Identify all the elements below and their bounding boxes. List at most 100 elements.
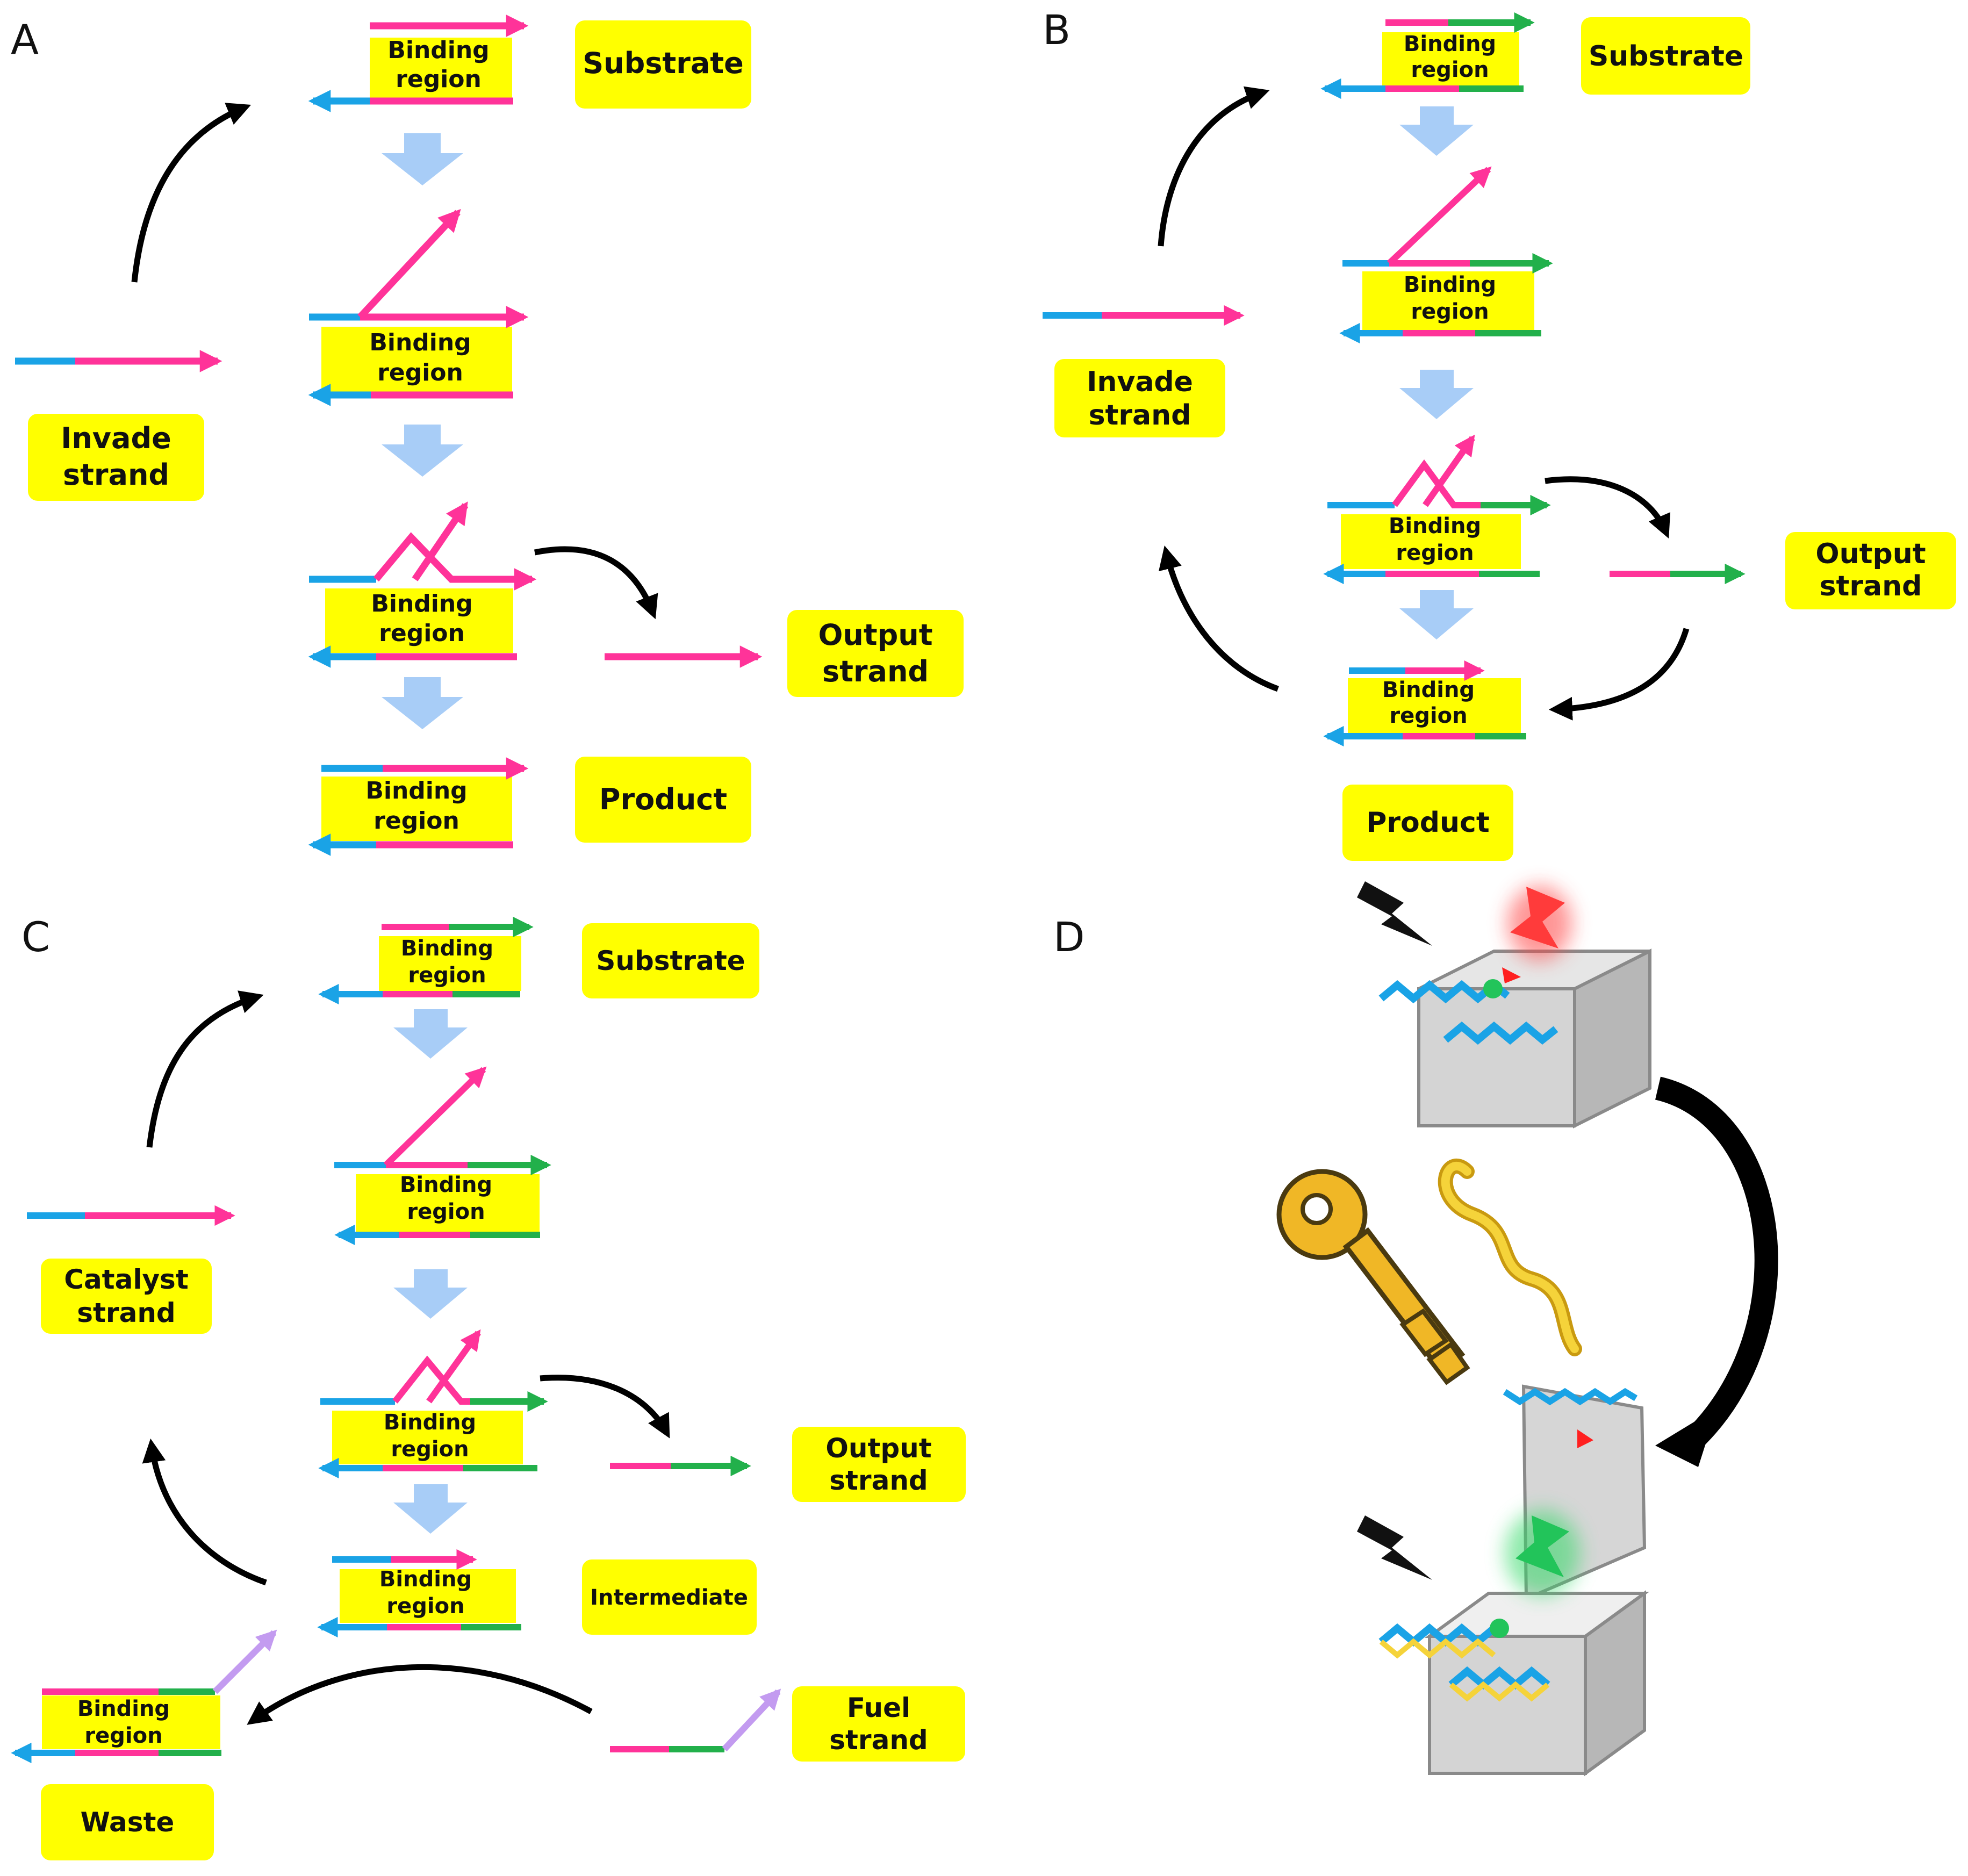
a-output-label-1: Output: [818, 618, 932, 652]
c-fuel-to-waste-arrow: [247, 1664, 593, 1725]
lightning-icon-bottom: [1357, 1515, 1432, 1580]
c-flow-arrow-3: [393, 1484, 468, 1534]
a-stage3-binding-label-1: Binding: [371, 590, 472, 617]
c-flow-arrow-2: [393, 1269, 468, 1319]
panel-letter-d: D: [1053, 913, 1085, 961]
a-invade-box: [28, 414, 204, 501]
b-output-label-2: strand: [1820, 570, 1922, 602]
c-substrate-binding-label-2: region: [408, 963, 486, 988]
c-substrate-label: Substrate: [596, 945, 745, 976]
a-output-box: [787, 610, 964, 697]
dna-helix-icon-top-2: [1443, 1021, 1558, 1045]
c-stage3-binding-label-2: region: [391, 1437, 469, 1462]
b-return-arrow: [1548, 628, 1690, 721]
b-product-binding-label-2: region: [1389, 703, 1467, 728]
b-toehold-bound-duplex: Binding region: [1339, 166, 1553, 344]
panel-letter-c: C: [21, 913, 50, 961]
lightning-icon-top: [1357, 881, 1432, 946]
b-substrate-box: [1581, 17, 1750, 95]
b-branch-migration-duplex: Binding region: [1323, 434, 1551, 585]
d-transition-arrow: [1655, 1076, 1778, 1449]
c-fuel-label-2: strand: [829, 1724, 928, 1756]
a-branch-migration-duplex: Binding region: [308, 501, 537, 668]
c-fuel-label-1: Fuel: [847, 1692, 910, 1723]
c-waste-box: [41, 1784, 214, 1860]
a-cycle-arrow-up: [131, 103, 252, 283]
panel-letter-b: B: [1043, 6, 1071, 54]
c-stage2-binding-label-2: region: [407, 1199, 485, 1224]
panel-letter-a: A: [11, 16, 39, 63]
c-release-arrow: [540, 1375, 670, 1439]
panel-d: D: [1053, 881, 1778, 1777]
c-output-box: [792, 1427, 966, 1502]
b-cycle-arrow-up: [1158, 86, 1270, 247]
dna-helix-icon-bottom-2: [1448, 1666, 1550, 1690]
c-fuel-strand: [610, 1688, 781, 1752]
c-toehold-bound-duplex: Binding region: [334, 1066, 551, 1246]
c-waste-binding-label-1: Binding: [77, 1697, 170, 1721]
c-waste-label: Waste: [81, 1807, 175, 1838]
c-stage3-binding-label-1: Binding: [384, 1410, 476, 1435]
c-waste-binding-label-2: region: [84, 1723, 162, 1748]
b-substrate-label: Substrate: [1589, 40, 1743, 73]
a-substrate-binding-label-1: Binding: [387, 37, 489, 64]
c-output-label-2: strand: [829, 1465, 928, 1496]
b-stage3-binding-label-2: region: [1396, 541, 1474, 565]
b-flow-arrow-3: [1399, 590, 1474, 639]
dna-helix-icon-lid: [1503, 1388, 1638, 1406]
c-substrate-binding-label-1: Binding: [401, 936, 493, 961]
c-cycle-arrow-up: [146, 990, 264, 1148]
a-output-label-2: strand: [822, 655, 929, 688]
a-invade-label-1: Invade: [61, 421, 171, 455]
b-output-label-1: Output: [1815, 538, 1926, 570]
c-cycle-arrow-return: [142, 1438, 267, 1586]
a-flow-arrow-2: [382, 425, 463, 477]
a-product-binding-label-2: region: [374, 807, 459, 835]
a-substrate-box: [575, 20, 751, 109]
green-fluorescence-icon: [1515, 1515, 1569, 1577]
panel-a: A Binding region Substrate Binding regio…: [11, 15, 964, 856]
red-fluorescence-icon: [1510, 887, 1565, 948]
c-flow-arrow-1: [393, 1009, 468, 1059]
c-intermediate-label: Intermediate: [590, 1585, 748, 1610]
a-toehold-bound-duplex: Binding region: [308, 209, 529, 406]
b-invade-box: [1054, 359, 1225, 437]
a-substrate-label: Substrate: [583, 46, 743, 80]
a-release-arrow: [534, 546, 658, 620]
b-substrate-binding-label-2: region: [1411, 57, 1489, 82]
quencher-dot-bottom: [1490, 1619, 1509, 1638]
closed-box-icon: [1357, 881, 1651, 1129]
c-stage2-binding-label-1: Binding: [400, 1173, 492, 1197]
b-stage2-binding-label-2: region: [1411, 299, 1489, 324]
a-stage3-binding-label-2: region: [379, 620, 465, 647]
b-substrate-duplex: Binding region: [1320, 12, 1535, 99]
a-product-label: Product: [599, 782, 727, 816]
open-box-icon: [1357, 1384, 1650, 1777]
c-intermediate-binding-label-2: region: [386, 1594, 464, 1619]
a-flow-arrow-1: [382, 133, 463, 185]
c-catalyst-box: [41, 1259, 212, 1334]
b-product-binding-label-1: Binding: [1382, 678, 1475, 702]
b-product-box: [1342, 785, 1513, 861]
c-catalyst-label-1: Catalyst: [64, 1264, 188, 1295]
c-waste-duplex: Binding region: [11, 1629, 277, 1764]
c-catalyst-label-2: strand: [77, 1297, 175, 1328]
b-invade-label-2: strand: [1089, 399, 1191, 432]
dna-helix-icon-bottom-1: [1378, 1623, 1497, 1647]
a-product-box: [575, 757, 751, 843]
b-flow-arrow-2: [1399, 370, 1474, 419]
c-substrate-duplex: Binding region: [318, 916, 534, 1005]
b-invade-label-1: Invade: [1087, 366, 1193, 398]
panel-b: B Binding region Substrate Binding r: [1043, 6, 1956, 861]
b-stage2-binding-label-1: Binding: [1404, 272, 1496, 297]
a-invade-label-2: strand: [63, 458, 169, 492]
c-output-label-1: Output: [825, 1433, 931, 1464]
b-stage3-binding-label-1: Binding: [1389, 514, 1481, 538]
a-flow-arrow-3: [382, 677, 463, 729]
c-branch-migration-duplex: Binding region: [318, 1329, 548, 1479]
key-icon: [1276, 1169, 1470, 1385]
c-substrate-box: [582, 923, 759, 998]
b-substrate-binding-label-1: Binding: [1404, 32, 1496, 56]
b-flow-arrow-1: [1399, 106, 1474, 156]
c-intermediate-duplex: Binding region: [317, 1549, 521, 1638]
